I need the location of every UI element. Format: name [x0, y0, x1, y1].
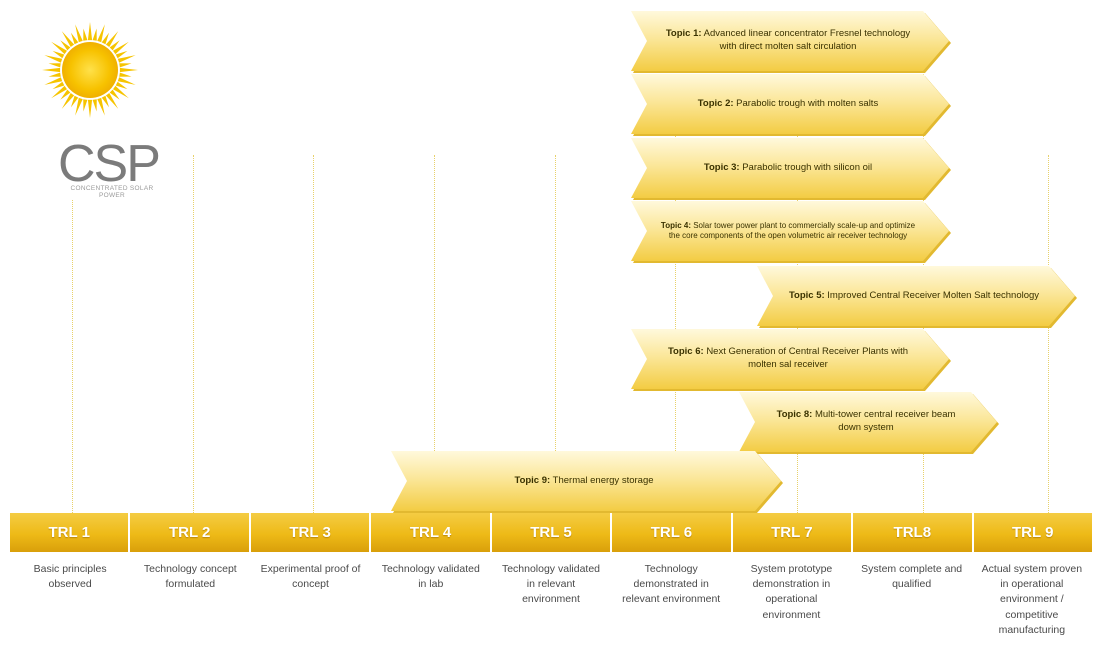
sun-ray	[101, 32, 110, 45]
logo-subtitle: CONCENTRATED SOLAR POWER	[70, 185, 154, 200]
sun-ray	[61, 31, 75, 48]
sun-ray	[83, 99, 88, 112]
trl-3-description: Experimental proof of concept	[260, 563, 361, 591]
sun-icon	[42, 22, 138, 118]
sun-ray	[105, 31, 119, 48]
sun-ray	[101, 95, 110, 108]
sun-ray	[42, 67, 61, 73]
sun-ray	[117, 77, 136, 85]
sun-ray	[105, 92, 119, 109]
sun-ray	[48, 72, 61, 77]
topic-6-text: Next Generation of Central Receiver Plan…	[706, 346, 909, 370]
sun-ray	[92, 99, 97, 112]
sun-ray	[87, 22, 93, 41]
trl-4-header: TRL 4	[371, 513, 492, 552]
trl-9-header: TRL 9	[973, 513, 1092, 552]
trl-6-header: TRL 6	[612, 513, 733, 552]
sun-ray	[97, 24, 105, 43]
topic-8-arrow: Topic 8: Multi-tower central receiver be…	[739, 392, 997, 452]
topic-8-text: Multi-tower central receiver beam down s…	[814, 409, 956, 433]
trl-7-description: System prototype demonstration in operat…	[750, 563, 833, 621]
trl-3-header: TRL 3	[250, 513, 372, 552]
topic-6-label: Topic 6:	[667, 346, 704, 358]
sun-ray	[44, 55, 63, 63]
sun-ray	[48, 63, 61, 68]
sun-ray	[52, 50, 65, 59]
sun-ray	[119, 67, 138, 73]
topic-1-text: Advanced linear concentrator Fresnel tec…	[703, 28, 911, 52]
trl-1-header: TRL 1	[10, 513, 131, 552]
sun-ray	[115, 50, 128, 59]
sun-ray	[70, 32, 79, 45]
sun-ray	[92, 28, 97, 41]
trl-5-description: Technology validated in relevant environ…	[501, 563, 601, 606]
trl-8-description: System complete and qualified	[861, 563, 963, 591]
trl-6-description: Technology demonstrated in relevant envi…	[622, 563, 721, 606]
sun-ray	[60, 89, 71, 100]
topic-1-label: Topic 1:	[665, 28, 702, 40]
topic-3-arrow: Topic 3: Parabolic trough with silicon o…	[631, 138, 949, 198]
trl-descriptions: Basic principles observed Technology con…	[10, 562, 1092, 666]
trl-band: TRL 1 TRL 2 TRL 3 TRL 4 TRL 5 TRL 6 TRL …	[10, 513, 1092, 552]
sun-ray	[51, 41, 68, 55]
topic-9-label: Topic 9:	[514, 474, 551, 486]
trl-1-description: Basic principles observed	[33, 563, 107, 591]
guide-line-trl-9	[1048, 155, 1049, 513]
sun-ray	[97, 97, 105, 116]
trl-5-header: TRL 5	[491, 513, 613, 552]
guide-line-trl-3	[313, 155, 314, 513]
trl-2-header: TRL 2	[130, 513, 251, 552]
guide-line-trl-2	[193, 155, 194, 513]
sun-ray	[109, 40, 120, 51]
logo-text: CSP	[58, 135, 161, 193]
csp-logo: CSP CONCENTRATED SOLAR POWER	[18, 20, 161, 199]
trl-8-header: TRL8	[853, 513, 974, 552]
trl-4-description: Technology validated in lab	[381, 563, 480, 591]
trl-9-description: Actual system proven in operational envi…	[981, 563, 1083, 636]
sun-ray	[75, 97, 83, 116]
sun-ray	[60, 40, 71, 51]
sun-ray	[70, 95, 79, 108]
sun-ray	[51, 85, 68, 99]
topic-4-label: Topic 4:	[660, 220, 691, 230]
guide-line-trl-4	[434, 155, 435, 513]
trl-7-header: TRL 7	[732, 513, 854, 552]
topic-2-text: Parabolic trough with molten salts	[736, 97, 879, 109]
topic-9-text: Thermal energy storage	[552, 474, 654, 486]
topic-3-text: Parabolic trough with silicon oil	[742, 161, 873, 173]
guide-line-trl-5	[555, 155, 556, 513]
sun-ray	[117, 55, 136, 63]
topic-6-arrow: Topic 6: Next Generation of Central Rece…	[631, 329, 949, 389]
sun-ray	[115, 81, 128, 90]
sun-ray	[44, 77, 63, 85]
topic-5-label: Topic 5:	[788, 289, 825, 301]
topic-2-label: Topic 2:	[697, 97, 734, 109]
sun-ray	[112, 85, 129, 99]
topic-5-arrow: Topic 5: Improved Central Receiver Molte…	[757, 266, 1075, 326]
sun-ray	[75, 24, 83, 43]
topic-8-label: Topic 8:	[776, 409, 813, 421]
sun-ray	[119, 72, 132, 77]
sun-ray	[112, 41, 129, 55]
topic-2-arrow: Topic 2: Parabolic trough with molten sa…	[631, 74, 949, 134]
topic-4-text: Solar tower power plant to commercially …	[668, 220, 916, 240]
sun-ray	[83, 28, 88, 41]
topic-9-arrow: Topic 9: Thermal energy storage	[391, 451, 781, 511]
sun-ray	[109, 89, 120, 100]
sun-ray	[52, 81, 65, 90]
topic-3-label: Topic 3:	[703, 161, 740, 173]
sun-ray	[119, 63, 132, 68]
topic-4-arrow: Topic 4: Solar tower power plant to comm…	[631, 201, 949, 261]
sun-ray	[87, 99, 93, 118]
topic-1-arrow: Topic 1: Advanced linear concentrator Fr…	[631, 11, 949, 71]
guide-line-trl-1	[72, 200, 73, 513]
sun-ray	[61, 92, 75, 109]
topic-5-text: Improved Central Receiver Molten Salt te…	[827, 289, 1040, 301]
trl-2-description: Technology concept formulated	[143, 563, 237, 591]
guide-line-trl-6	[675, 40, 676, 513]
